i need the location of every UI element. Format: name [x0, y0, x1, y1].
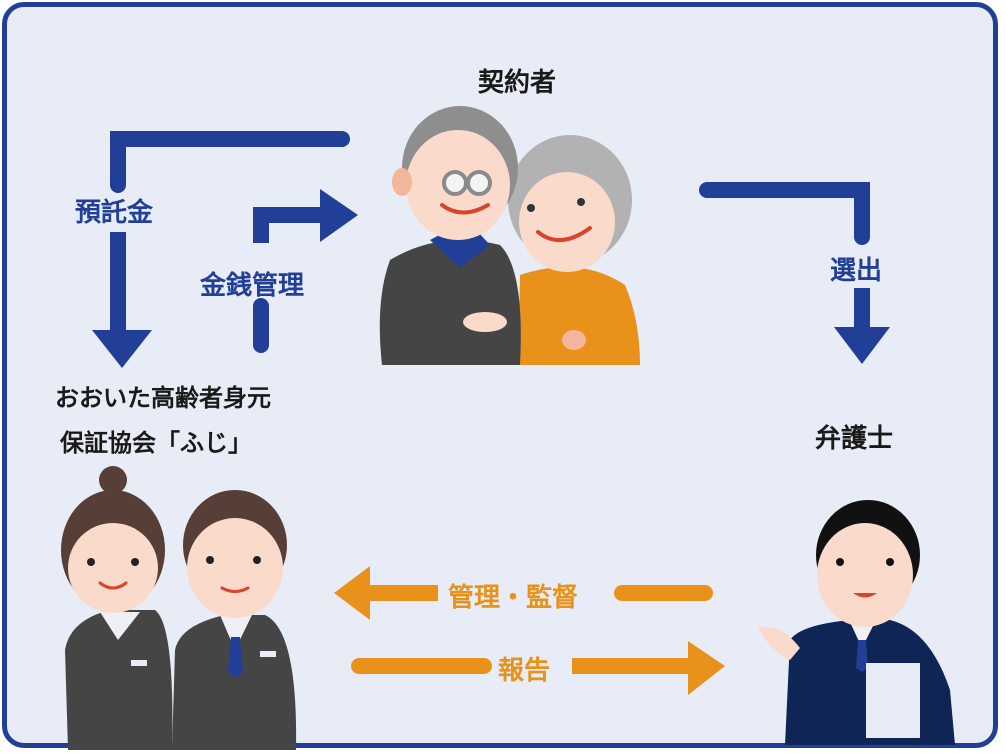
association-label-line2: 保証協会「ふじ」: [60, 429, 252, 457]
deposit-label: 預託金: [75, 198, 154, 228]
money-management-arrow: [253, 189, 358, 353]
supervision-arrow: [334, 566, 713, 620]
money-management-label: 金銭管理: [200, 271, 305, 301]
report-label: 報告: [498, 656, 551, 686]
report-arrow: [351, 641, 725, 695]
lawyer-illustration: [758, 500, 955, 745]
contractor-label: 契約者: [478, 68, 557, 98]
supervision-label: 管理・監督: [448, 583, 579, 613]
selection-label: 選出: [830, 256, 883, 286]
staff-illustration: [61, 466, 297, 750]
lawyer-label: 弁護士: [815, 424, 894, 454]
elderly-couple-illustration: [379, 106, 640, 365]
selection-arrow: [699, 182, 890, 364]
association-label-line1: おおいた高齢者身元: [55, 384, 271, 412]
deposit-arrow: [92, 131, 350, 368]
